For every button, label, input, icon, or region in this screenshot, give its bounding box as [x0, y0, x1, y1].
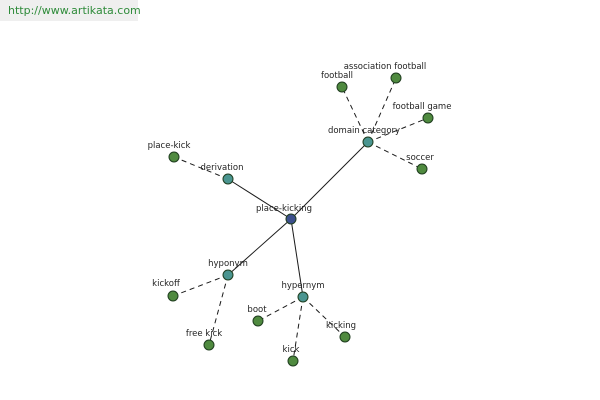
- node-place-kick[interactable]: [168, 151, 180, 163]
- edge-center-domain-category: [290, 141, 369, 220]
- label-football-game[interactable]: football game: [393, 102, 452, 112]
- node-football-game[interactable]: [422, 112, 434, 124]
- node-domain-category[interactable]: [362, 136, 374, 148]
- node-hypernym[interactable]: [297, 291, 309, 303]
- label-football[interactable]: football: [321, 71, 353, 81]
- label-boot[interactable]: boot: [247, 305, 267, 315]
- node-soccer[interactable]: [416, 163, 428, 175]
- label-association-football[interactable]: association football: [344, 62, 427, 72]
- edge-hypernym-kicking: [302, 296, 346, 338]
- edge-domain-football-game: [367, 117, 429, 143]
- edge-center-hypernym: [290, 218, 304, 298]
- node-derivation[interactable]: [222, 173, 234, 185]
- label-soccer[interactable]: soccer: [406, 153, 434, 163]
- edge-center-hyponym: [227, 218, 292, 276]
- edge-domain-soccer: [367, 141, 423, 170]
- label-domain-category[interactable]: domain category: [328, 126, 400, 136]
- label-center[interactable]: place-kicking: [256, 204, 312, 214]
- nodes: [167, 72, 434, 367]
- edge-hyponym-kickoff: [172, 274, 229, 297]
- url-bar: http://www.artikata.com: [0, 0, 141, 21]
- label-kickoff[interactable]: kickoff: [152, 279, 181, 289]
- label-kicking[interactable]: kicking: [326, 321, 356, 331]
- edges: [172, 77, 429, 362]
- node-center[interactable]: [285, 213, 297, 225]
- node-kick[interactable]: [287, 355, 299, 367]
- labels: place-kicking derivation domain category…: [148, 62, 452, 355]
- label-free-kick[interactable]: free kick: [186, 329, 222, 339]
- edge-hyponym-free-kick: [208, 274, 229, 346]
- node-football[interactable]: [336, 81, 348, 93]
- edge-hypernym-kick: [292, 296, 304, 362]
- label-place-kick[interactable]: place-kick: [148, 141, 191, 151]
- node-association-football[interactable]: [390, 72, 402, 84]
- site-url-link[interactable]: http://www.artikata.com: [8, 4, 141, 17]
- edge-derivation-place-kick: [173, 156, 229, 180]
- label-kick[interactable]: kick: [283, 345, 300, 355]
- node-kickoff[interactable]: [167, 290, 179, 302]
- label-derivation[interactable]: derivation: [200, 163, 243, 173]
- node-kicking[interactable]: [339, 331, 351, 343]
- edge-domain-football: [341, 86, 369, 143]
- label-hypernym[interactable]: hypernym: [281, 281, 324, 291]
- node-boot[interactable]: [252, 315, 264, 327]
- edge-center-derivation: [227, 178, 292, 220]
- label-hyponym[interactable]: hyponym: [208, 259, 248, 269]
- edge-domain-association-football: [367, 77, 397, 143]
- node-hyponym[interactable]: [222, 269, 234, 281]
- node-free-kick[interactable]: [203, 339, 215, 351]
